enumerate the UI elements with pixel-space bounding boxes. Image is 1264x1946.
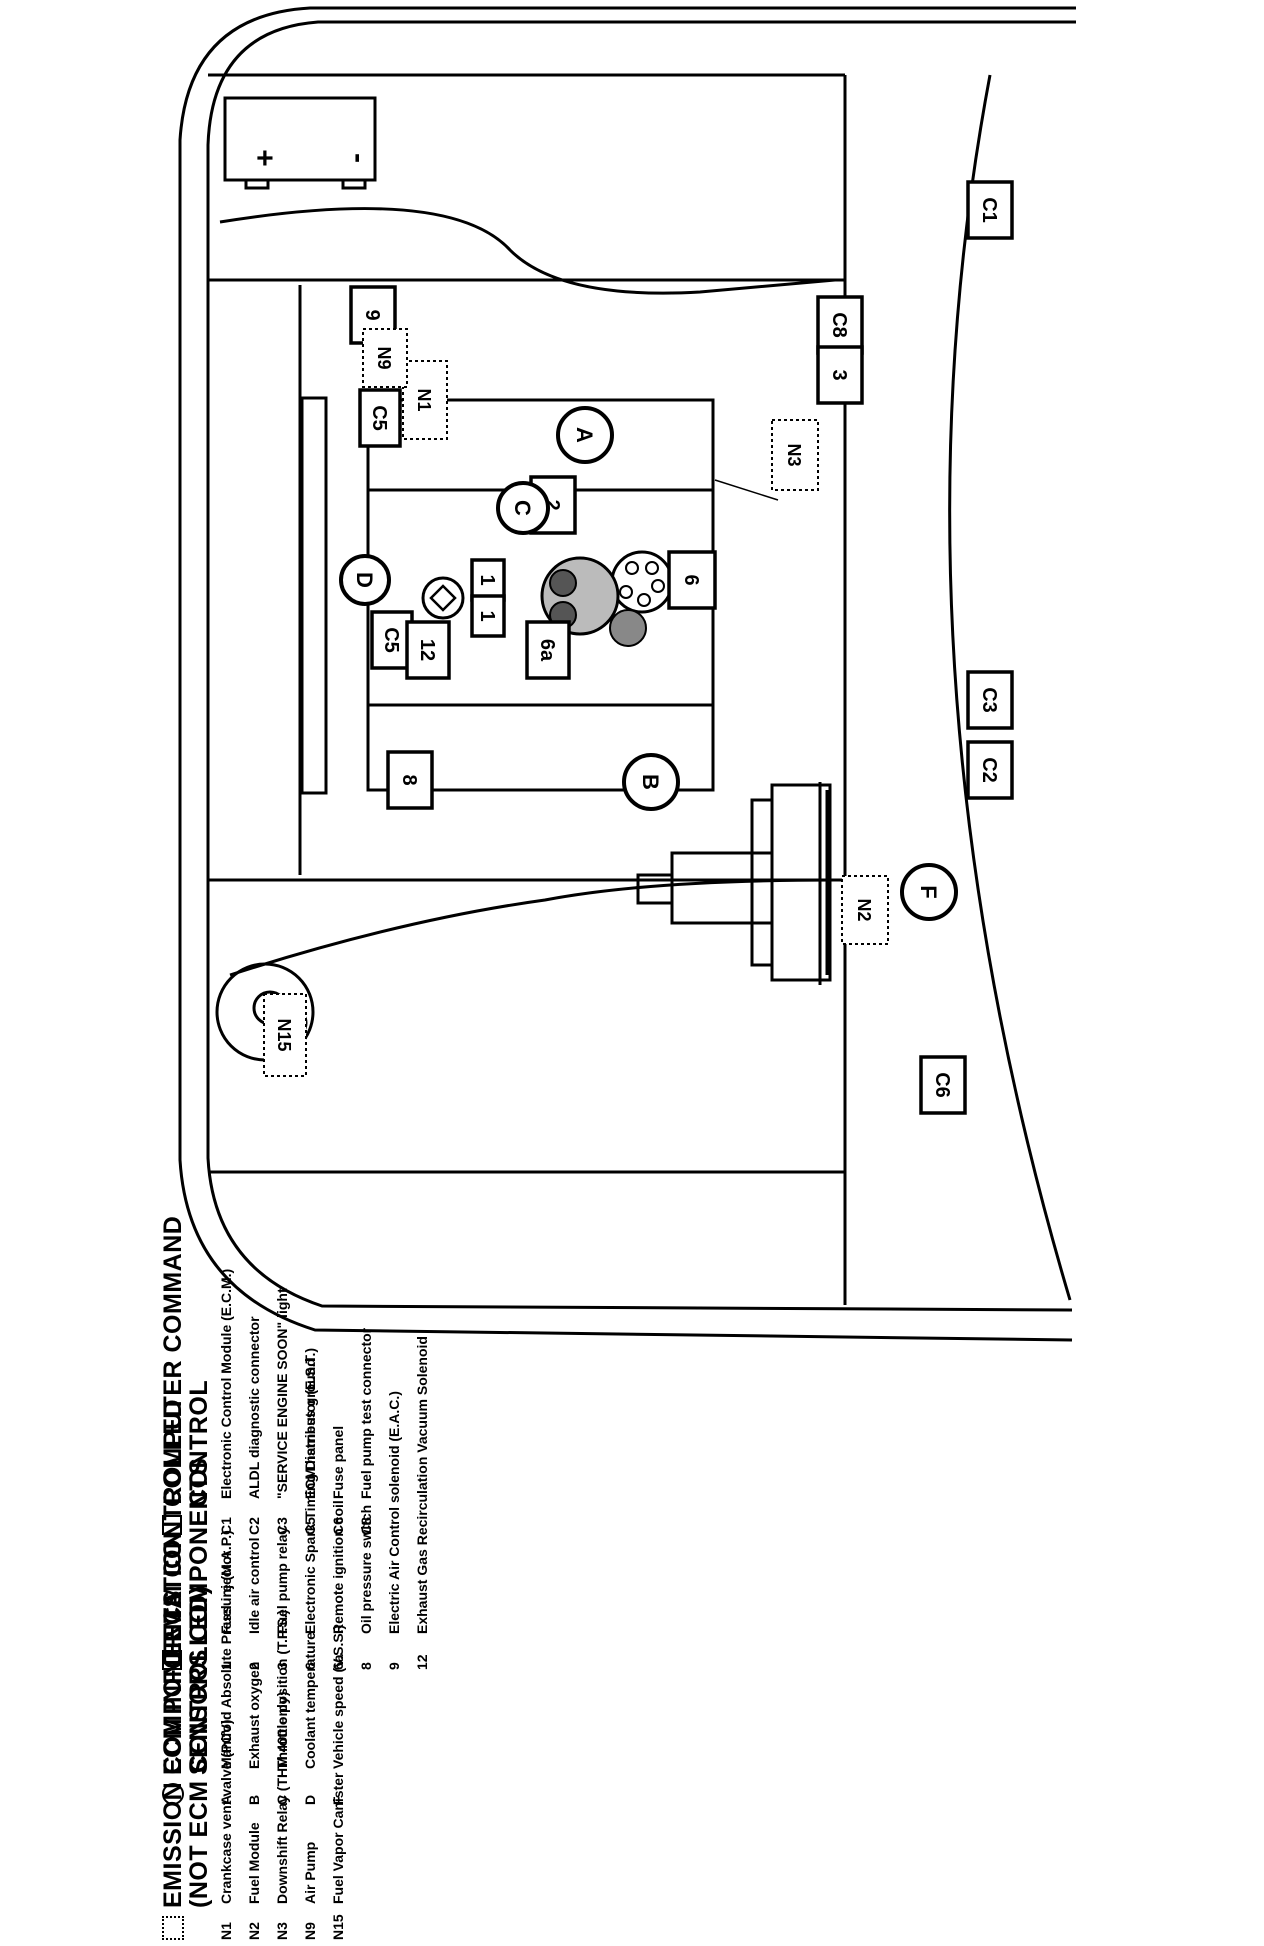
- battery-minus-label: -: [339, 153, 372, 163]
- dotted-box-icon: [162, 1916, 184, 1940]
- emission-n15-box: [263, 993, 307, 1077]
- legend-item-text: Oil pressure switch: [358, 1504, 374, 1634]
- sensor-c-circle: [496, 481, 550, 535]
- legend-item-text: Fuel Module: [246, 1822, 262, 1904]
- sensor-d-label: D: [352, 572, 377, 588]
- legend-item: N9 Air Pump: [302, 1400, 319, 1940]
- computer-command-c1-label: C1: [978, 197, 1000, 223]
- ecm-component-1-label: 1: [476, 574, 498, 585]
- computer-command-c8-label: C8: [828, 312, 850, 338]
- computer-command-c3-box: [966, 670, 1014, 730]
- sensor-b-label: B: [638, 774, 663, 790]
- battery-plus-label: +: [249, 149, 282, 167]
- emission-n9-label: N9: [374, 346, 394, 369]
- computer-command-c5-box: [358, 388, 402, 448]
- legend-item: 8 Oil pressure switch: [358, 1130, 375, 1670]
- legend-item: N2 Fuel Module: [246, 1400, 263, 1940]
- legend-item: N1 Crankcase vent valve (PCV): [218, 1400, 235, 1940]
- computer-command-c3-label: C3: [978, 687, 1000, 713]
- computer-command-c8-box: [816, 295, 864, 355]
- ecm-component-8-box: [386, 750, 434, 810]
- sensor-a-circle: [556, 406, 614, 464]
- legend-item-code: N2: [246, 1922, 262, 1940]
- computer-command-c5-label: C5: [368, 405, 390, 431]
- computer-command-c6-label: C6: [931, 1072, 953, 1098]
- legend-item: N3 Downshift Relay (THM 400 only): [274, 1400, 291, 1940]
- ecm-component-1-box: [470, 558, 506, 602]
- legend-item-text: Crankcase vent valve (PCV): [218, 1719, 234, 1904]
- emission-n3-label: N3: [784, 443, 804, 466]
- emission-n1-label: N1: [414, 388, 434, 411]
- ecm-component-2-label: 2: [541, 499, 563, 510]
- legend-item-text: Fuel Vapor Canister: [330, 1772, 346, 1904]
- legend-item: N15 Fuel Vapor Canister: [330, 1400, 347, 1940]
- ecm-component-9-label: 9: [361, 309, 383, 320]
- legend-item-text: Air Pump: [302, 1841, 318, 1904]
- sensor-d-circle: [339, 554, 391, 606]
- legend-item-code: 8: [358, 1662, 374, 1670]
- vehicle-outline: [178, 6, 1076, 1342]
- legend-item-code: N9: [302, 1922, 318, 1940]
- emission-n2-label: N2: [854, 898, 874, 921]
- ecm-component-6a-label: 6a: [536, 639, 558, 662]
- ecm-component-1-label: 1: [476, 610, 498, 621]
- legend-item-text: Exhaust Gas Recirculation Vacuum Solenoi…: [414, 1336, 430, 1634]
- emission-n2-box: [841, 875, 889, 945]
- ecm-component-1-box: [470, 594, 506, 638]
- ecm-component-6-label: 6: [680, 574, 702, 585]
- legend-item-code: 12: [414, 1654, 430, 1670]
- ecm-component-3-label: 3: [828, 369, 850, 380]
- legend-title: EMISSION COMPONENTS: [159, 1590, 187, 1908]
- legend-item-code: N3: [274, 1922, 290, 1940]
- ecm-component-8-label: 8: [398, 774, 420, 785]
- computer-command-c6-box: [919, 1055, 967, 1115]
- sensor-a-label: A: [572, 427, 597, 443]
- legend-item-code: N1: [218, 1922, 234, 1940]
- ecm-component-12-label: 12: [416, 639, 438, 661]
- cowl-curve: [948, 74, 1072, 1301]
- sensor-f-circle: [900, 863, 958, 921]
- sensor-b-circle: [622, 753, 680, 811]
- sensor-f-label: F: [916, 885, 941, 898]
- legend-item-text: Electric Air Control solenoid (E.A.C.): [386, 1391, 402, 1634]
- emission-n3-box: [771, 419, 819, 491]
- legend-item-code: 9: [386, 1662, 402, 1670]
- battery: [223, 96, 377, 182]
- inner-outline: [206, 20, 1076, 1312]
- ecm-component-6-box: [667, 550, 717, 610]
- legend-item-text: Downshift Relay (THM 400 only): [274, 1691, 290, 1904]
- legend-title: (NOT ECM CONTROLLED): [185, 1585, 213, 1908]
- legend-item: 9 Electric Air Control solenoid (E.A.C.): [386, 1130, 403, 1670]
- computer-command-c2-box: [966, 740, 1014, 800]
- emission-n9-box: [362, 328, 408, 388]
- computer-command-c2-label: C2: [978, 757, 1000, 783]
- emission-n1-box: [402, 360, 448, 440]
- legend-emission: EMISSION COMPONENTS (NOT ECM CONTROLLED)…: [159, 1400, 358, 1940]
- emission-n15-label: N15: [274, 1018, 294, 1051]
- computer-command-c5-label: C5: [380, 627, 402, 653]
- legend-item-code: N15: [330, 1914, 346, 1940]
- ecm-component-3-box: [816, 345, 864, 405]
- sensor-c-label: C: [510, 500, 535, 516]
- computer-command-c1-box: [966, 180, 1014, 240]
- ecm-component-12-box: [405, 620, 451, 680]
- ecm-component-6a-box: [525, 620, 571, 680]
- legend-item: 12 Exhaust Gas Recirculation Vacuum Solen…: [414, 1130, 431, 1670]
